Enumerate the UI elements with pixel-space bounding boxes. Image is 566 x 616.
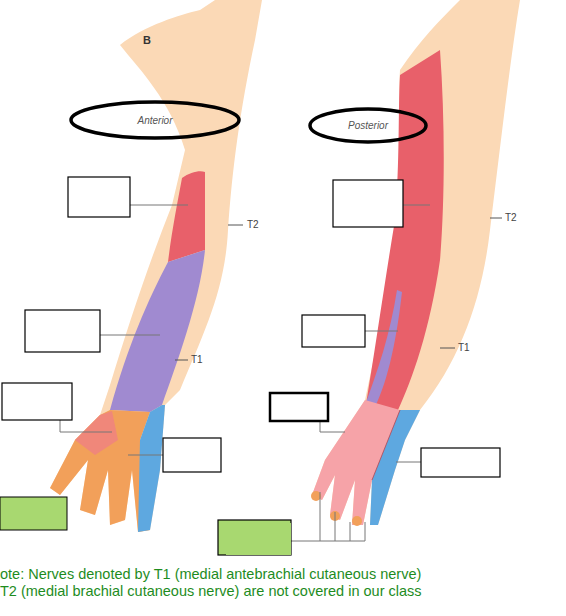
leader-line [335,512,336,541]
region-label: T1 [191,354,203,365]
blank-box [333,180,403,227]
dividing-line [372,410,400,480]
blank-box [302,315,365,347]
thenar-radial-region [75,411,118,455]
leader-line [60,420,112,432]
leader-line [291,541,320,542]
view-label: Anterior [137,115,172,126]
posterior-arm [312,0,520,525]
highlight-box [0,497,67,530]
posterior-lateral-strip [364,290,402,412]
blank-box [270,393,328,421]
leader-line [350,522,351,541]
leader-line [130,205,188,206]
tick-line [440,348,455,349]
region-label: B [143,34,151,46]
ellipse-shape [310,109,426,142]
view-ellipse: Anterior [69,100,241,140]
leader-line [396,462,421,463]
posterior-radial-region [365,50,444,410]
blank-box [68,177,130,217]
tick-line [490,218,502,219]
leader-line [403,205,430,206]
text-holder: Posterior [308,107,428,144]
tick-line [175,360,188,361]
leader-line [320,492,321,541]
posterior-ulnar-region [370,410,420,525]
region-label: T2 [247,219,259,230]
ellipse-shape [71,102,239,138]
footnote: ote: Nerves denoted by T1 (medial antebr… [0,566,520,600]
blank-box [25,310,100,352]
blank-box [421,448,500,477]
tick-line [228,225,243,226]
leader-line [365,522,366,541]
highlight-box [218,520,291,555]
leader-line [320,541,365,542]
text-holder: Anterior [69,100,241,140]
lateral-antebrachial-region [110,250,205,412]
leader-line [100,335,160,336]
leader-line [320,421,345,432]
view-label: Posterior [348,120,388,131]
view-ellipse: Posterior [308,107,428,144]
anterior-arm [50,0,262,532]
region-label: T2 [505,212,517,223]
leader-line [365,331,398,332]
highlight-box-inner [226,523,291,555]
region-label: T1 [458,342,470,353]
fingertip-median [352,516,362,526]
leader-line [128,455,163,456]
blank-box [2,383,72,420]
ulnar-region [138,405,165,532]
blank-box [163,438,221,472]
radial-region [168,171,205,262]
